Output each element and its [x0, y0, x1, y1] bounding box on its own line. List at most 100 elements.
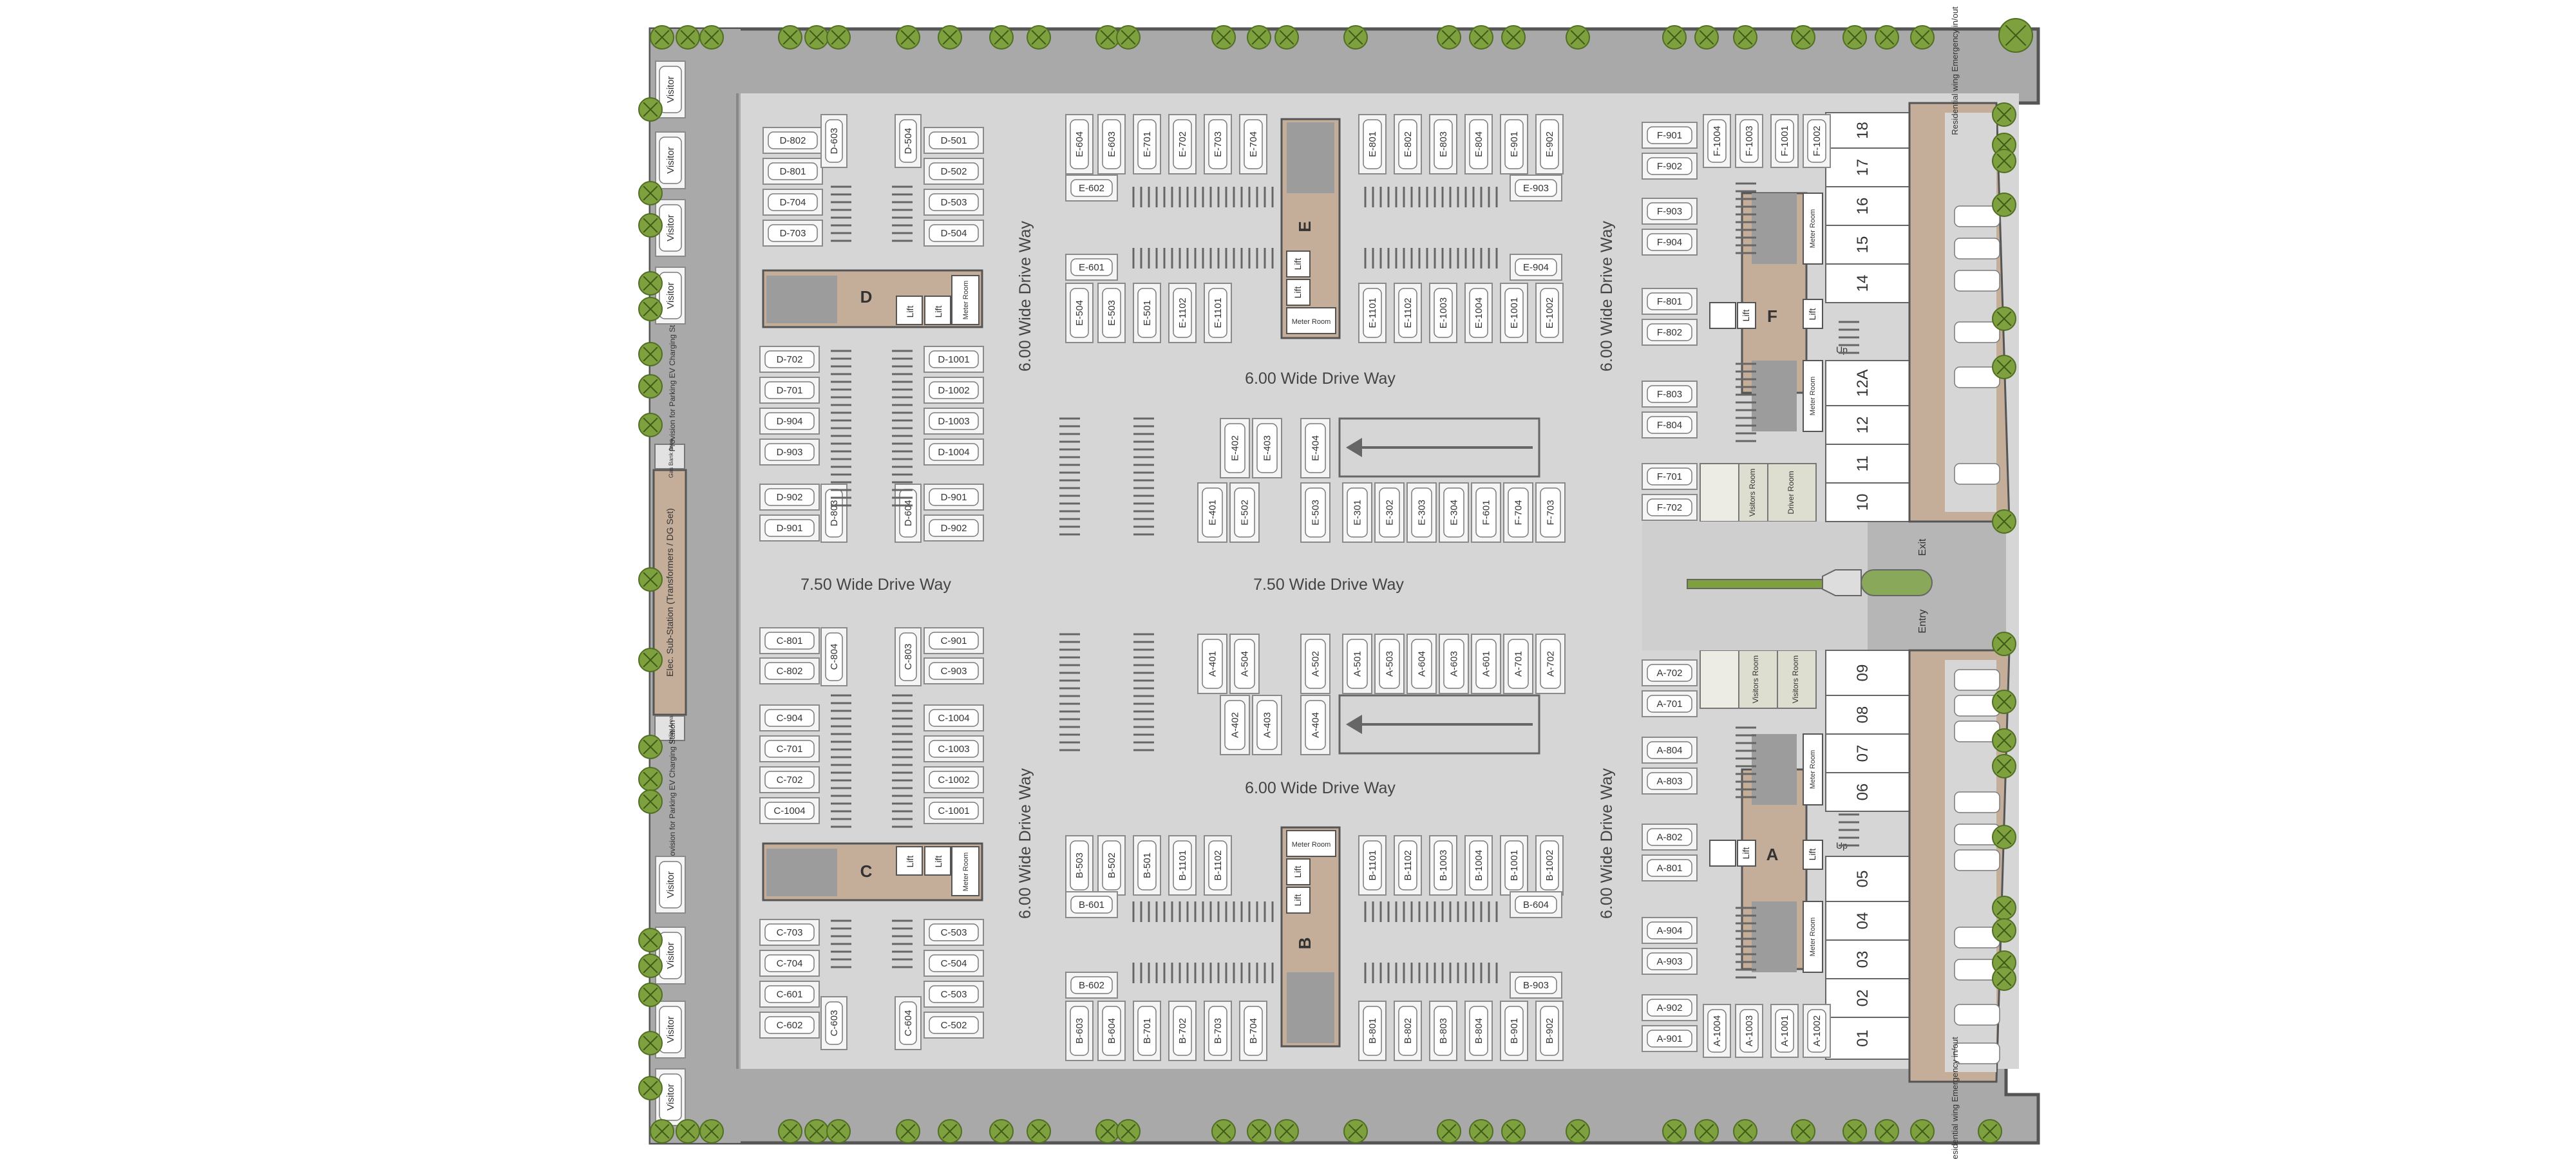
car-icon: [1363, 288, 1382, 338]
slot-label: B-804: [1473, 1018, 1484, 1044]
parking-slot: C-1004: [923, 704, 984, 731]
tree-icon: [1343, 25, 1368, 50]
parking-slot: B-901: [1500, 1001, 1528, 1061]
visitors-room-bottom2-label: Visitors Room: [1791, 655, 1800, 703]
tree-icon: [896, 25, 920, 50]
parking-slot: B-1004: [1464, 835, 1493, 896]
tree-icon: [1910, 25, 1935, 50]
parking-slot: E-601: [1065, 254, 1118, 281]
car-icon: [1411, 487, 1432, 538]
shop-label: 07: [1854, 745, 1871, 762]
parking-slot: B-603: [1065, 1001, 1094, 1061]
parking-slot: E-1101: [1358, 283, 1387, 343]
car-icon: [1347, 639, 1368, 689]
shop-label: 01: [1854, 1030, 1871, 1047]
shop-label: 11: [1854, 456, 1871, 472]
car-icon: [764, 1016, 815, 1034]
visitors-room-top-label: Visitors Room: [1748, 469, 1757, 516]
slot-label: B-801: [1367, 1018, 1378, 1044]
slot-label: C-503: [941, 927, 967, 938]
slot-label: E-1101: [1367, 297, 1378, 328]
slot-label: E-1003: [1438, 297, 1449, 328]
parking-slot: A-502: [1300, 634, 1331, 694]
slot-label: B-902: [1544, 1018, 1555, 1044]
car-icon: [1363, 119, 1382, 169]
exit-label: Exit: [1917, 538, 1928, 556]
slot-label: B-703: [1213, 1018, 1224, 1044]
parking-slot: A-604: [1406, 634, 1437, 694]
slot-label: F-802: [1657, 327, 1682, 338]
utility-bottom: [654, 715, 685, 741]
parking-slot: C-702: [759, 766, 820, 793]
parking-slot: D-902: [923, 514, 984, 542]
parking-slot: B-701: [1133, 1001, 1161, 1061]
visitor-slot-label: Visitor: [665, 214, 676, 241]
parking-slot: C-1001: [923, 797, 984, 824]
car-icon: [1363, 1006, 1382, 1056]
slot-label: E-503: [1106, 300, 1117, 326]
core-a-meter1: Meter Room: [1809, 750, 1817, 789]
core-c-lift2: Lift: [933, 856, 943, 868]
parking-slot: A-401: [1197, 634, 1227, 694]
parking-slot: E-301: [1342, 482, 1372, 543]
parking-slot: A-702: [1642, 659, 1698, 686]
slot-label: E-301: [1352, 500, 1363, 525]
tree-icon: [1501, 1119, 1526, 1144]
car-icon: [1647, 202, 1692, 220]
car-icon: [1540, 840, 1559, 890]
car-icon: [1647, 126, 1692, 144]
parking-slot: F-802: [1642, 319, 1698, 346]
parking-slot: A-701: [1503, 634, 1533, 694]
car-icon: [1443, 487, 1464, 538]
shop-label: 10: [1854, 494, 1871, 511]
parking-slot: E-901: [1500, 114, 1528, 174]
parking-slot: C-1002: [923, 766, 984, 793]
tree-icon: [1566, 1119, 1590, 1144]
visitor-slot-label: Visitor: [665, 1084, 676, 1110]
parking-slot: A-501: [1342, 634, 1372, 694]
car-icon: [1102, 119, 1121, 169]
car-icon: [1954, 321, 2000, 343]
slot-label: A-1002: [1812, 1015, 1823, 1046]
parking-slot: A-404: [1300, 695, 1331, 755]
car-icon: [1137, 288, 1157, 338]
slot-label: D-703: [780, 228, 806, 239]
car-icon: [1647, 921, 1692, 939]
parking-slot: F-804: [1642, 411, 1698, 438]
ev-bottom-label: Provision for Parking EV Charging Statio…: [668, 721, 677, 864]
tree-icon: [1095, 1119, 1120, 1144]
car-icon: [764, 632, 815, 650]
car-icon: [929, 740, 979, 758]
slot-label: E-1101: [1213, 297, 1224, 328]
car-icon: [1954, 463, 2000, 485]
slot-label: C-802: [777, 666, 803, 677]
car-icon: [1208, 119, 1227, 169]
tree-icon: [989, 1119, 1014, 1144]
tree-icon: [1875, 25, 1899, 50]
parking-slot: C-903: [923, 657, 984, 684]
slot-label: B-503: [1074, 853, 1085, 878]
car-icon: [1202, 639, 1223, 689]
parking-slot: D-1001: [923, 346, 984, 373]
tree-icon: [1992, 355, 2016, 379]
parking-slot: E-804: [1464, 114, 1493, 174]
drive-label-vertical-bottom-right: 6.00 Wide Drive Way: [1598, 768, 1616, 919]
parking-slot: E-703: [1204, 114, 1232, 174]
parking-slot: F-1002: [1803, 114, 1831, 168]
slot-label: B-1004: [1473, 850, 1484, 881]
slot-label: A-904: [1656, 925, 1682, 936]
slot-label: D-1004: [938, 447, 969, 458]
shop-label: 15: [1854, 236, 1871, 254]
car-icon: [1954, 669, 2000, 691]
car-icon: [1305, 423, 1326, 473]
parking-slot: E-902: [1535, 114, 1564, 174]
car-icon: [1443, 639, 1464, 689]
slot-label: D-604: [903, 500, 914, 527]
slot-label: B-701: [1142, 1018, 1153, 1044]
drive-label-center-left: 7.50 Wide Drive Way: [800, 576, 951, 594]
parking-slot: E-302: [1374, 482, 1405, 543]
car-icon: [1347, 487, 1368, 538]
shop-unit: 12A: [1825, 360, 1910, 406]
car-icon: [1508, 487, 1529, 538]
slot-label: D-1003: [938, 416, 969, 427]
